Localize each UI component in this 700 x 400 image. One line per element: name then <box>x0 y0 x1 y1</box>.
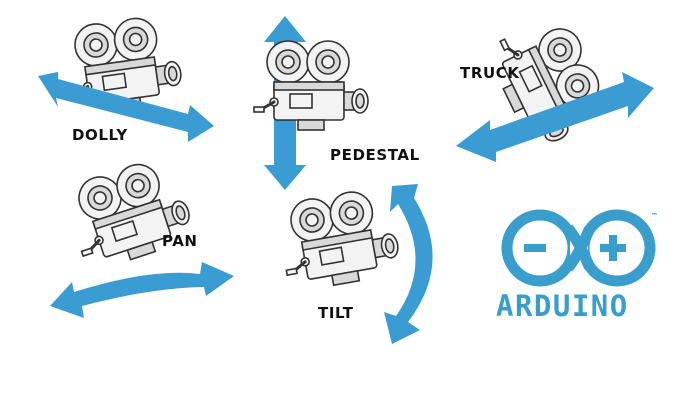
label-pedestal: PEDESTAL <box>330 146 420 164</box>
label-truck: TRUCK <box>460 64 520 82</box>
label-dolly: DOLLY <box>72 126 128 144</box>
truck-arrow-icon <box>456 72 654 162</box>
pedestal-camera-icon <box>252 39 370 132</box>
label-tilt: TILT <box>318 304 354 322</box>
tilt-arrow-icon <box>384 184 433 344</box>
tilt-camera-icon <box>273 183 405 295</box>
label-pan: PAN <box>162 232 198 250</box>
pan-camera-icon <box>59 151 199 275</box>
arduino-logo-icon <box>501 209 656 287</box>
arduino-trademark: ™ <box>651 212 658 220</box>
dolly-arrow-icon <box>38 72 214 142</box>
minus-sign-icon <box>524 244 546 252</box>
arduino-wordmark: ARDUINO <box>496 289 629 323</box>
pan-arrow-icon <box>50 262 234 318</box>
